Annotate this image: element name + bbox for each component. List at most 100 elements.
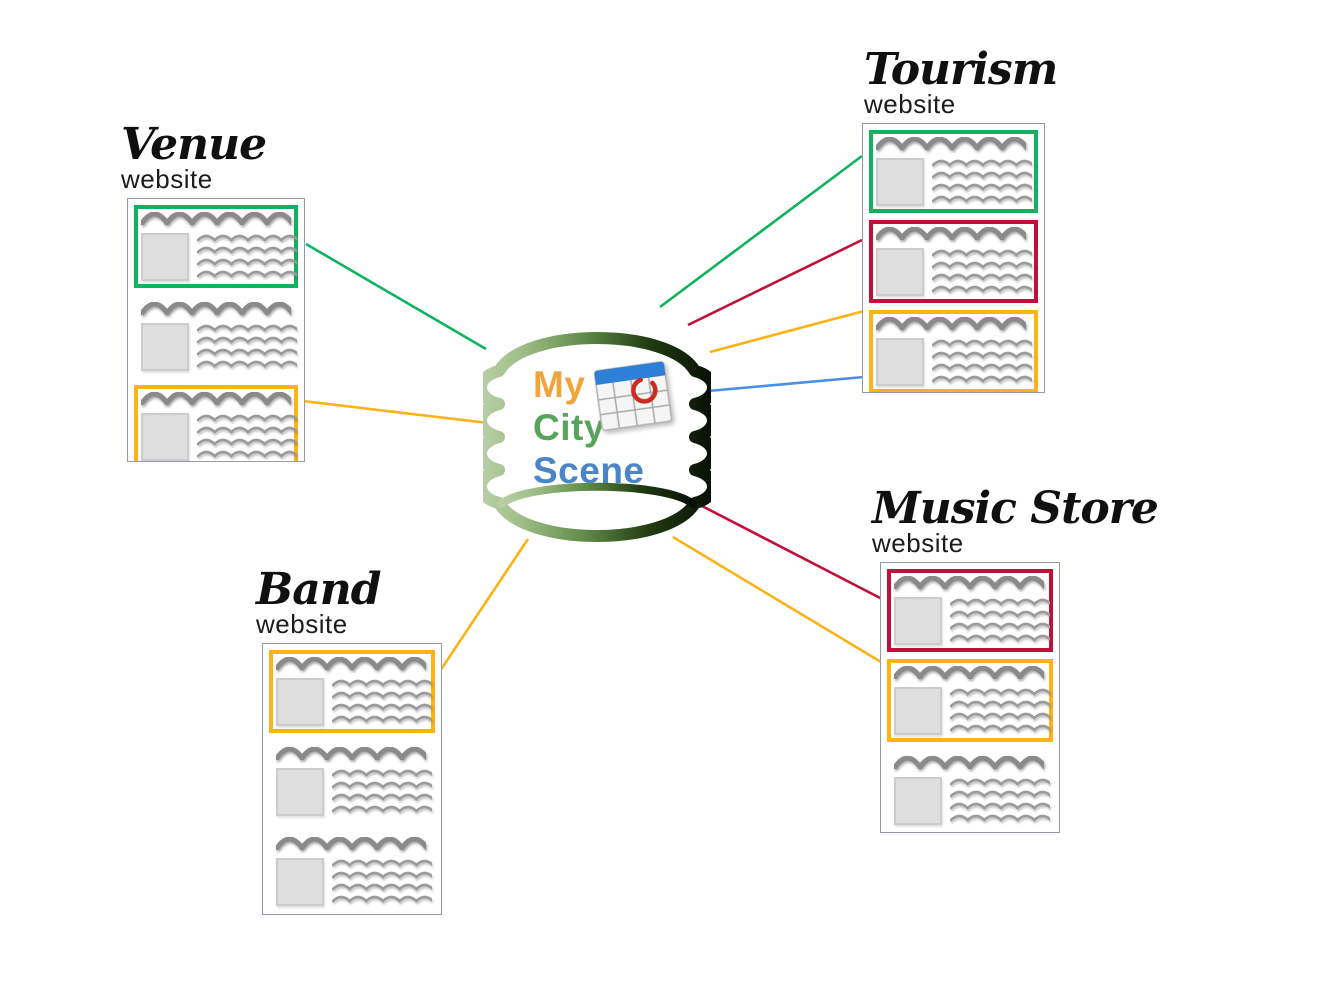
block-body (276, 768, 432, 816)
block-body (276, 858, 432, 906)
content-block-green (869, 130, 1038, 213)
content-block (269, 830, 435, 913)
site-venue-subtitle: website (121, 164, 213, 194)
image-placeholder (141, 323, 189, 371)
site-tourism-card (862, 123, 1045, 393)
text-squiggle (332, 895, 432, 903)
text-squiggle (950, 688, 1050, 696)
content-block-orange (134, 385, 298, 461)
image-placeholder (876, 158, 924, 206)
image-placeholder (276, 858, 324, 906)
image-placeholder (141, 413, 189, 461)
text-squiggle (950, 724, 1050, 732)
text-squiggle (197, 258, 297, 266)
text-lines (197, 413, 297, 461)
database-cylinder: My City Scene (483, 311, 711, 549)
site-music-store-title: Music Store (872, 482, 1159, 534)
block-body (141, 233, 297, 281)
text-squiggle (932, 363, 1032, 371)
text-lines (932, 248, 1032, 296)
text-squiggle (932, 285, 1032, 293)
image-placeholder (876, 248, 924, 296)
title-squiggle (892, 575, 1048, 592)
site-tourism: Tourism website (862, 46, 1058, 393)
site-tourism-title: Tourism (864, 43, 1058, 95)
image-placeholder (876, 338, 924, 386)
text-squiggle (332, 769, 432, 777)
text-squiggle (332, 883, 432, 891)
text-lines (197, 323, 297, 371)
text-squiggle (197, 246, 297, 254)
text-squiggle (932, 273, 1032, 281)
text-squiggle (332, 871, 432, 879)
block-body (276, 678, 432, 726)
title-squiggle (874, 136, 1030, 153)
text-lines (332, 858, 432, 906)
title-squiggle (274, 746, 430, 763)
title-squiggle (139, 391, 295, 408)
title-squiggle (892, 665, 1048, 682)
brand-line-scene: Scene (533, 450, 645, 491)
site-venue-heading: Venue website (121, 121, 267, 195)
text-squiggle (197, 438, 297, 446)
title-squiggle (874, 226, 1030, 243)
text-squiggle (932, 249, 1032, 257)
block-body (876, 338, 1032, 386)
site-music-store-card (880, 562, 1060, 833)
title-squiggle (139, 211, 295, 228)
connection-line-orange (709, 309, 865, 354)
image-placeholder (141, 233, 189, 281)
content-block-red (887, 569, 1053, 652)
connection-line-red (701, 504, 885, 602)
image-placeholder (894, 687, 942, 735)
text-squiggle (332, 859, 432, 867)
content-block (887, 749, 1053, 832)
site-band: Band website (256, 566, 442, 915)
text-lines (197, 233, 297, 281)
text-squiggle (932, 159, 1032, 167)
block-body (894, 597, 1050, 645)
connection-line-blue (707, 375, 865, 393)
site-band-subtitle: website (256, 609, 348, 639)
text-squiggle (950, 622, 1050, 630)
site-venue: Venue website (121, 121, 305, 462)
text-squiggle (332, 703, 432, 711)
text-squiggle (932, 351, 1032, 359)
block-body (894, 777, 1050, 825)
text-squiggle (950, 634, 1050, 642)
text-lines (950, 687, 1050, 735)
title-squiggle (892, 755, 1048, 772)
text-squiggle (932, 171, 1032, 179)
connection-line-green (659, 154, 863, 309)
text-squiggle (197, 360, 297, 368)
text-squiggle (197, 324, 297, 332)
text-squiggle (950, 598, 1050, 606)
text-lines (932, 158, 1032, 206)
text-squiggle (950, 802, 1050, 810)
text-squiggle (932, 183, 1032, 191)
text-squiggle (950, 790, 1050, 798)
title-squiggle (874, 316, 1030, 333)
site-music-store: Music Store website (872, 485, 1159, 833)
image-placeholder (894, 597, 942, 645)
content-block (269, 740, 435, 823)
site-band-heading: Band website (256, 566, 381, 640)
text-squiggle (197, 234, 297, 242)
image-placeholder (276, 678, 324, 726)
block-body (141, 413, 297, 461)
brand-line-my: My (533, 364, 586, 405)
text-squiggle (950, 778, 1050, 786)
text-squiggle (950, 814, 1050, 822)
text-squiggle (332, 715, 432, 723)
connection-line-orange (302, 399, 489, 425)
connection-line-orange (672, 535, 887, 667)
text-squiggle (332, 691, 432, 699)
text-lines (332, 678, 432, 726)
block-body (141, 323, 297, 371)
title-squiggle (274, 836, 430, 853)
text-lines (932, 338, 1032, 386)
text-squiggle (950, 700, 1050, 708)
site-music-store-subtitle: website (872, 528, 964, 558)
title-squiggle (274, 656, 430, 673)
